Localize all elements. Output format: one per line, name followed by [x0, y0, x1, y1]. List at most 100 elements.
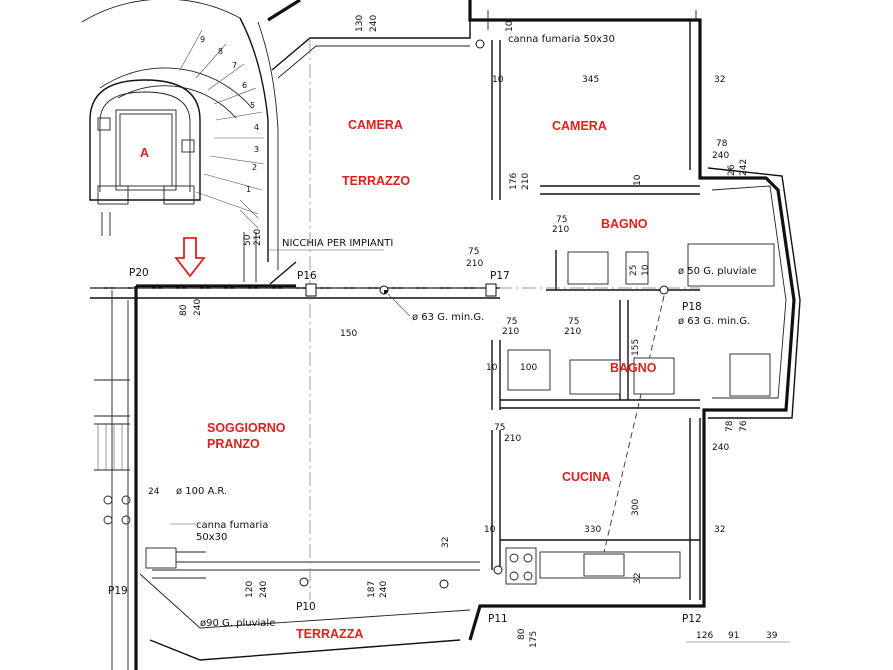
pillar-p18: P18 [682, 301, 702, 313]
dimension-labels: 130 240 10 10 345 32 78 240 26 242 176 2… [148, 15, 790, 648]
room-label-bagno-2: BAGNO [610, 361, 657, 375]
dim-187: 187 [367, 581, 377, 598]
label-pluviale-90: ø90 G. pluviale [200, 618, 275, 629]
dim-210-f: 210 [564, 327, 581, 337]
label-min-63-a: ø 63 G. min.G. [412, 312, 484, 323]
stair-step-8: 8 [218, 47, 223, 56]
dim-32-a: 32 [714, 75, 725, 85]
dim-176: 176 [509, 173, 519, 190]
dim-32-c: 32 [633, 573, 643, 584]
pillar-p12: P12 [682, 613, 702, 625]
stair-step-numbers: 1 2 3 4 5 6 7 8 9 [200, 35, 259, 194]
dim-120: 120 [245, 581, 255, 598]
dim-80-b: 80 [517, 628, 527, 640]
dim-75-d: 75 [568, 317, 579, 327]
dim-75-b: 75 [468, 247, 479, 257]
stair-step-5: 5 [250, 101, 255, 110]
dim-26: 26 [727, 164, 737, 176]
dim-150: 150 [340, 329, 357, 339]
dim-126: 126 [696, 631, 713, 641]
room-label-cucina: CUCINA [562, 470, 611, 484]
label-canna-fumaria-left-1: canna fumaria [196, 520, 268, 531]
room-label-camera-1: CAMERA [348, 118, 403, 132]
dim-175: 175 [529, 631, 539, 648]
pillar-p10: P10 [296, 601, 316, 613]
room-label-camera-2: CAMERA [552, 119, 607, 133]
annotations: canna fumaria 50x30 NICCHIA PER IMPIANTI… [170, 34, 757, 629]
entrance-arrow-icon [174, 237, 206, 278]
exterior-walls [134, 0, 801, 670]
dim-210-a: 210 [521, 173, 531, 190]
pillar-p20: P20 [129, 267, 149, 279]
dim-240-f: 240 [379, 581, 389, 598]
dim-210-c: 210 [253, 229, 263, 246]
spiral-staircase: 1 2 3 4 5 6 7 8 9 A [81, 0, 279, 282]
dim-76: 76 [739, 420, 749, 432]
label-nicchia-impianti: NICCHIA PER IMPIANTI [282, 238, 393, 249]
stair-step-2: 2 [252, 163, 257, 172]
stair-step-6: 6 [242, 81, 247, 90]
dim-100: 100 [520, 363, 537, 373]
dim-10-f: 10 [484, 525, 496, 535]
room-labels: CAMERA TERRAZZO CAMERA BAGNO BAGNO SOGGI… [207, 118, 657, 641]
dim-75-a: 75 [556, 215, 567, 225]
dim-210-e: 210 [502, 327, 519, 337]
dim-25: 25 [629, 265, 639, 276]
dim-240-d: 240 [712, 443, 729, 453]
dim-345: 345 [582, 75, 599, 85]
stair-label-a: A [140, 146, 149, 160]
pillar-p19: P19 [108, 585, 128, 597]
dim-78-b: 78 [725, 420, 735, 432]
dim-242: 242 [739, 159, 749, 176]
pillar-p17: P17 [490, 270, 510, 282]
dim-210-d: 210 [466, 259, 483, 269]
axis-lines [90, 40, 700, 600]
label-ar-100: ø 100 A.R. [176, 486, 227, 497]
label-pluviale-50: ø 50 G. pluviale [678, 266, 757, 277]
bathroom-fixtures [103, 243, 775, 585]
dim-24: 24 [148, 487, 160, 497]
pillar-labels: P10 P11 P12 P16 P17 P18 P19 P20 [108, 267, 702, 625]
room-label-terrazza: TERRAZZA [296, 627, 363, 641]
dim-210-g: 210 [504, 434, 521, 444]
dim-240-b: 240 [712, 151, 729, 161]
room-label-pranzo: PRANZO [207, 437, 260, 451]
room-label-soggiorno: SOGGIORNO [207, 421, 286, 435]
pillar-p16: P16 [297, 270, 317, 282]
dim-91: 91 [728, 631, 739, 641]
dim-155: 155 [631, 339, 641, 356]
dim-10-d: 10 [641, 264, 651, 276]
dim-130: 130 [355, 15, 365, 32]
pipe-markers [299, 39, 669, 589]
dim-80-a: 80 [179, 304, 189, 316]
dim-39: 39 [766, 631, 778, 641]
stair-step-7: 7 [232, 61, 237, 70]
dim-75-e: 75 [494, 423, 505, 433]
dim-240-e: 240 [259, 581, 269, 598]
dim-10-b: 10 [492, 75, 504, 85]
room-label-bagno-1: BAGNO [601, 217, 648, 231]
dim-10-c: 10 [633, 174, 643, 186]
dim-210-b: 210 [552, 225, 569, 235]
dim-10-a: 10 [505, 20, 515, 32]
dim-78-a: 78 [716, 139, 728, 149]
dim-240-top: 240 [369, 15, 379, 32]
dim-10-e: 10 [486, 363, 498, 373]
label-canna-fumaria-top: canna fumaria 50x30 [508, 34, 615, 45]
stair-step-9: 9 [200, 35, 205, 44]
dim-50: 50 [243, 234, 253, 246]
pillar-p11: P11 [488, 613, 508, 625]
dim-330: 330 [584, 525, 601, 535]
stair-step-4: 4 [254, 123, 259, 132]
dim-75-c: 75 [506, 317, 517, 327]
exterior-stairs-left [94, 290, 130, 670]
stair-step-3: 3 [254, 145, 259, 154]
dim-300-a: 300 [631, 499, 641, 516]
dim-240-c: 240 [193, 299, 203, 316]
label-canna-fumaria-left-2: 50x30 [196, 532, 227, 543]
label-min-63-b: ø 63 G. min.G. [678, 316, 750, 327]
stair-step-1: 1 [246, 185, 251, 194]
dim-32-d: 32 [441, 537, 451, 548]
room-label-terrazzo: TERRAZZO [342, 174, 410, 188]
